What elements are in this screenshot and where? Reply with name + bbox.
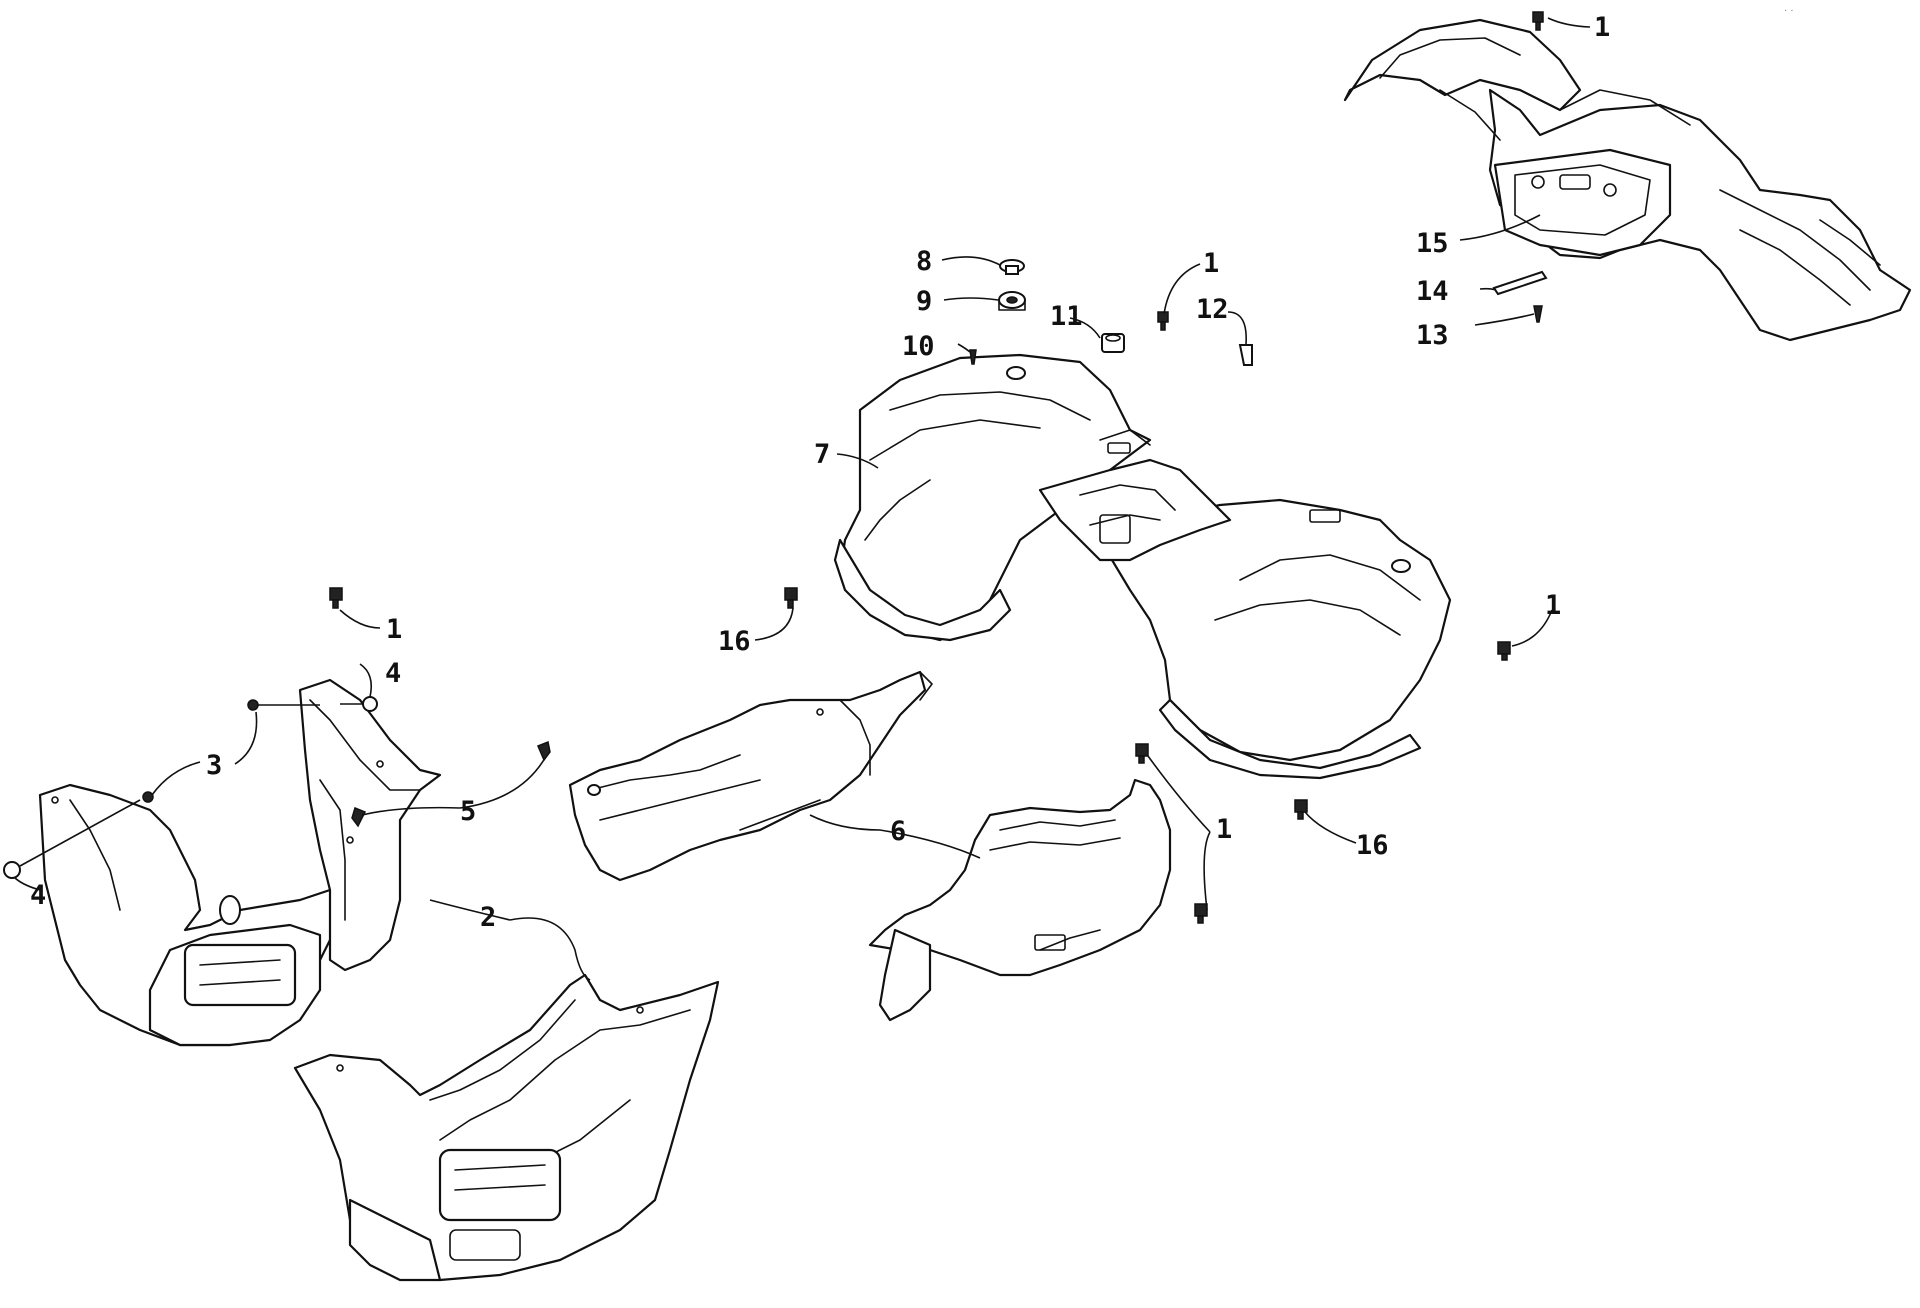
- bolt-icon: [1294, 799, 1308, 820]
- callout-1-lower-center: 1: [1216, 814, 1232, 845]
- hardware-group: [3, 11, 1548, 924]
- callout-3: 3: [206, 750, 222, 781]
- clip-icon: [351, 806, 367, 828]
- callout-1-center: 1: [1203, 248, 1219, 279]
- corner-mark: · ·: [1784, 6, 1794, 17]
- leader-lines: [13, 17, 1591, 981]
- nut-icon: [1101, 333, 1125, 353]
- callout-12: 12: [1196, 294, 1229, 325]
- footwell-panel-left-part: [568, 670, 933, 882]
- footwell-panel-right-part: [868, 778, 1172, 1022]
- callout-13: 13: [1416, 320, 1449, 351]
- left-footwell-part: [38, 678, 442, 1047]
- callout-11: 11: [1050, 301, 1083, 332]
- callout-1-left: 1: [386, 614, 402, 645]
- callout-15: 15: [1416, 228, 1449, 259]
- callout-5: 5: [460, 796, 476, 827]
- bolt-icon: [1532, 11, 1544, 31]
- callout-1-top-right: 1: [1594, 12, 1610, 43]
- bolt-icon: [1497, 641, 1511, 661]
- clip-icon: [537, 740, 551, 762]
- callout-16-right: 16: [1356, 830, 1389, 861]
- callout-labels: 1 15 14 13 8 9 10 11 1 12 7 1 16 1 4 3 5…: [30, 12, 1610, 933]
- front-rack-fender-part: [1343, 18, 1912, 342]
- bolt-icon: [1135, 743, 1149, 764]
- bolt-icon: [1157, 311, 1169, 331]
- callout-2: 2: [480, 902, 496, 933]
- callout-1-right: 1: [1545, 590, 1561, 621]
- callout-6: 6: [890, 816, 906, 847]
- screw-icon: [969, 349, 977, 365]
- callout-10: 10: [902, 331, 935, 362]
- screw-icon: [1533, 305, 1543, 323]
- callout-7: 7: [814, 439, 830, 470]
- callout-16-center: 16: [718, 626, 751, 657]
- clip-icon: [1238, 344, 1253, 366]
- cap-icon: [999, 259, 1025, 275]
- decal-strip-icon: [1492, 270, 1548, 296]
- callout-4-top: 4: [385, 658, 401, 689]
- bolt-icon: [784, 587, 798, 609]
- bolt-icon: [1194, 903, 1208, 924]
- screw-icon: [247, 699, 320, 711]
- screw-icon: [142, 791, 154, 803]
- right-footwell-part: [293, 973, 720, 1282]
- callout-9: 9: [916, 286, 932, 317]
- callout-8: 8: [916, 246, 932, 277]
- nut-icon: [3, 799, 141, 879]
- grommet-icon: [998, 291, 1026, 311]
- callout-14: 14: [1416, 276, 1449, 307]
- rear-fender-part: [833, 353, 1452, 780]
- callout-4-left: 4: [30, 880, 46, 911]
- bolt-icon: [329, 587, 343, 609]
